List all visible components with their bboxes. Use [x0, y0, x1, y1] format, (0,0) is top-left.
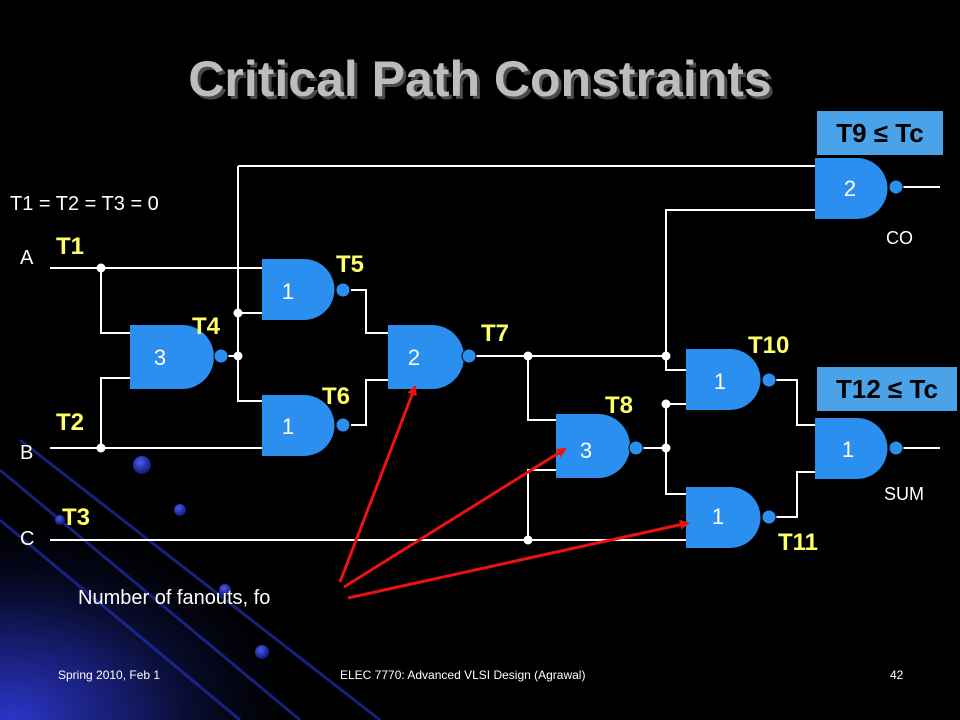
gate-fanout-label: 1: [714, 369, 726, 394]
gate-fanout-label: 1: [282, 414, 294, 439]
decor-dot: [174, 504, 186, 516]
gate-fanout-label: 2: [408, 345, 420, 370]
decor-dot: [219, 584, 231, 596]
decor-dot: [133, 456, 151, 474]
timing-label-t1: T1: [56, 233, 84, 260]
timing-label-t3: T3: [62, 504, 90, 531]
timing-label-t7: T7: [481, 320, 509, 347]
nand-gate-t6: 1: [262, 395, 351, 456]
decor-dot: [55, 515, 65, 525]
nand-gate-t5: 1: [262, 259, 351, 320]
footer-course: ELEC 7770: Advanced VLSI Design (Agrawal…: [340, 668, 586, 682]
timing-label-t10: T10: [748, 332, 789, 359]
gate-fanout-label: 1: [282, 279, 294, 304]
nand-gate-t7: 2: [388, 325, 477, 389]
junction-dots: [96, 263, 671, 545]
timing-label-t11: T11: [778, 529, 818, 556]
timing-label-t8: T8: [605, 392, 633, 419]
initial-condition-note: T1 = T2 = T3 = 0: [10, 193, 159, 215]
timing-labels: T1 T2 T3 T4 T5 T6 T7 T8 T10 T11: [56, 233, 818, 556]
input-label-a: A: [20, 247, 34, 269]
footer-page-number: 42: [890, 668, 904, 682]
decor-dot: [255, 645, 269, 659]
input-label-c: C: [20, 528, 34, 550]
output-label-co: CO: [886, 228, 913, 248]
fanout-arrows: [338, 385, 690, 600]
nand-gate-t11: 1: [686, 487, 777, 548]
gate-fanout-label: 3: [580, 438, 592, 463]
gate-fanout-label: 1: [842, 437, 854, 462]
output-label-sum: SUM: [884, 484, 924, 504]
nand-gate-t8: 3: [556, 414, 644, 478]
timing-label-t5: T5: [336, 251, 364, 278]
footer-date: Spring 2010, Feb 1: [58, 668, 161, 682]
gate-fanout-label: 1: [712, 504, 724, 529]
timing-label-t2: T2: [56, 409, 84, 436]
fanout-note: Number of fanouts, fo: [78, 587, 270, 609]
background-streaks: [0, 438, 381, 720]
gate-fanout-label: 2: [844, 176, 856, 201]
input-label-b: B: [20, 442, 33, 464]
nand-gate-t10: 1: [686, 349, 777, 410]
slide-title: Critical Path Constraints: [188, 51, 772, 107]
timing-label-t6: T6: [322, 383, 350, 410]
nand-gate-t4: 3: [130, 325, 229, 389]
constraint-badge-co: T9 ≤ Tc: [817, 111, 943, 155]
gate-fanout-label: 3: [154, 345, 166, 370]
nand-gate-co: 2: [815, 158, 904, 219]
nand-gate-sum: 1: [815, 418, 904, 479]
constraint-badge-sum: T12 ≤ Tc: [817, 367, 957, 411]
timing-label-t4: T4: [192, 313, 221, 340]
